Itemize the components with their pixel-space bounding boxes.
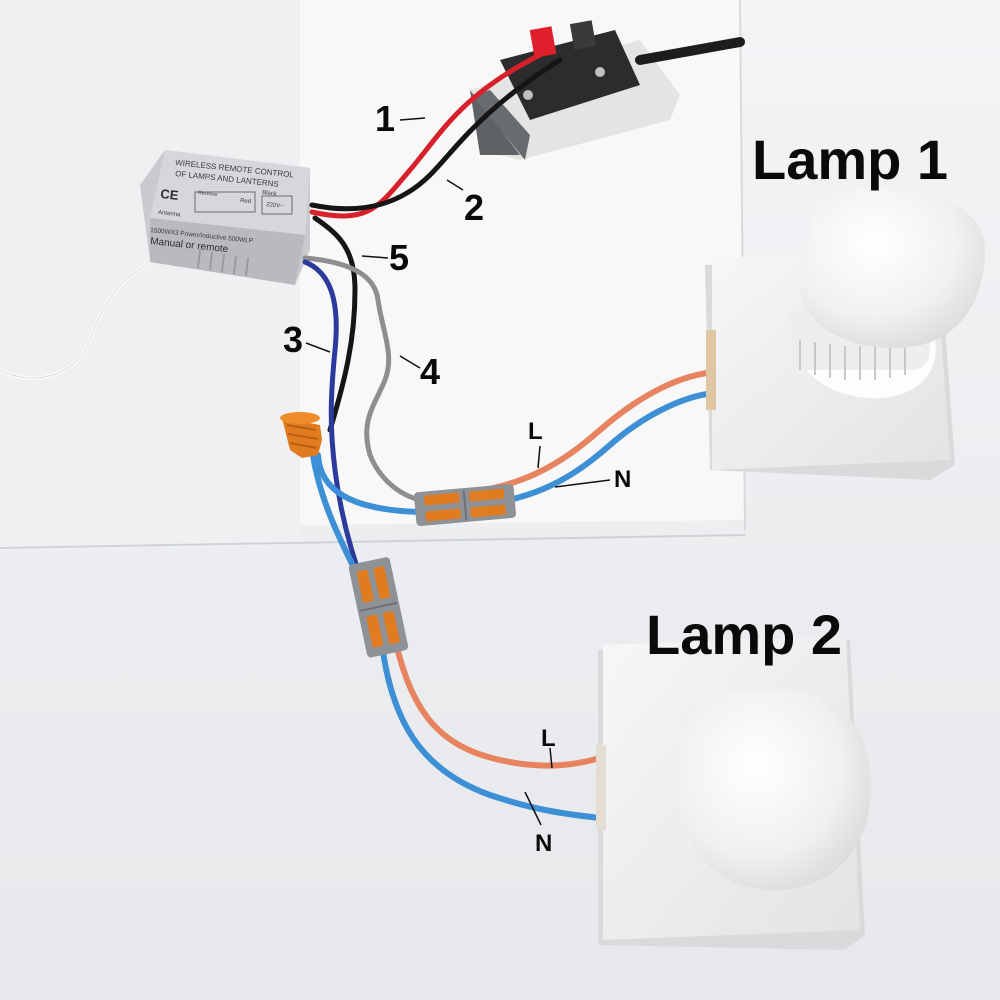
- antenna-wire: [0, 264, 151, 379]
- lamp1-bulb: [800, 187, 985, 349]
- wire-1-red: [309, 52, 543, 219]
- voltage-label: 220V~: [266, 202, 285, 210]
- lamp1-title: Lamp 1: [752, 128, 949, 191]
- lamp1-fixture: [705, 187, 985, 480]
- wire-5-black: [312, 215, 358, 433]
- lamp2-neutral-wire: [379, 642, 603, 821]
- lamp1-neutral-label: N: [614, 466, 632, 493]
- lamp1-live-label: L: [528, 418, 543, 445]
- lamp2-lever-connector: [348, 557, 409, 658]
- black-label: Black: [262, 190, 278, 198]
- lamp2-live-label: L: [541, 725, 556, 752]
- lamp1-lever-connector: [414, 484, 516, 526]
- receiver-module: WIRELESS REMOTE CONTROL OF LAMPS AND LAN…: [140, 150, 310, 285]
- paper-sheet-left: [0, 0, 300, 550]
- red-label: Red: [240, 198, 252, 205]
- wire-number-2: 2: [464, 187, 485, 228]
- lamp2-bulb: [680, 689, 871, 891]
- antenna-label: Antenna: [158, 210, 182, 218]
- wire-nut: [280, 412, 322, 458]
- paper-sheet: [300, 0, 745, 525]
- paper-edge: [0, 534, 746, 549]
- wire-number-5: 5: [389, 237, 410, 278]
- wire-number-4: 4: [420, 351, 441, 392]
- lamp2-fixture: [596, 636, 871, 950]
- nut-to-connector-blue: [315, 452, 423, 515]
- wire-number-3: 3: [283, 319, 304, 360]
- lamp2-live-wire: [392, 637, 603, 769]
- wire-2-black: [309, 57, 563, 212]
- lamp2-neutral-label: N: [535, 830, 553, 857]
- power-adapter: [470, 20, 745, 160]
- ce-mark: CE: [160, 186, 180, 203]
- wire-3-navy: [302, 259, 368, 593]
- receiver-label: Receiver: [198, 190, 219, 198]
- wire-number-1: 1: [375, 98, 396, 139]
- wire-4-grey: [302, 255, 423, 503]
- lamp2-title: Lamp 2: [646, 603, 843, 666]
